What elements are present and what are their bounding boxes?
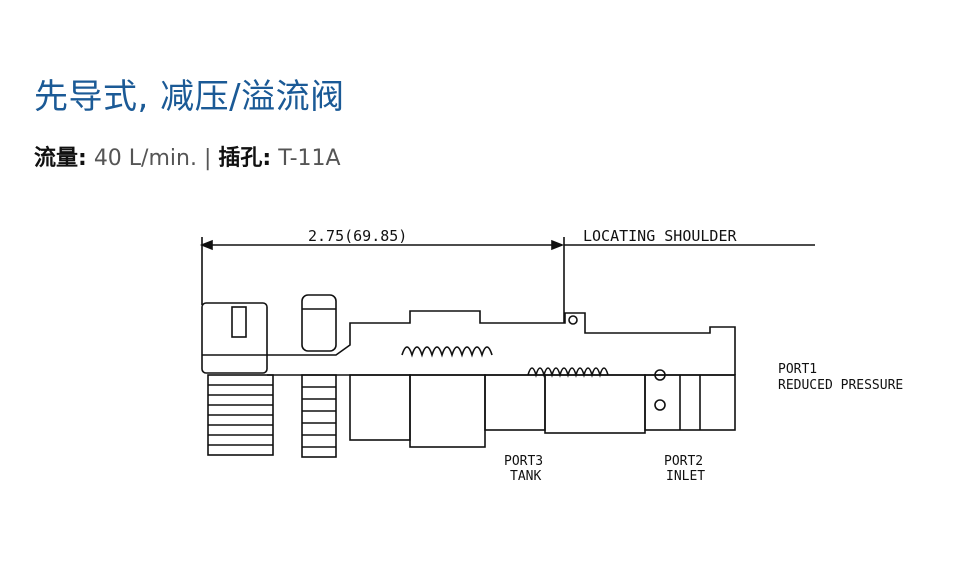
locating-shoulder-label: LOCATING SHOULDER [583,227,737,245]
adjuster-slot [231,306,247,338]
knob-knurling [208,384,273,446]
lock-nut-knurling [302,386,336,448]
port3-section [484,374,546,431]
flow-value: 40 L/min. [93,146,197,171]
spring-upper [401,346,493,358]
cavity-label: 插孔: [218,146,272,171]
dimension-text: 2.75(69.85) [308,227,407,245]
valve-drawing: 2.75(69.85) LOCATING SHOULDER PORT1 REDU… [190,215,950,505]
body-upper-outline [267,310,736,375]
seal-lower [654,399,666,411]
page-title: 先导式, 减压/溢流阀 [34,76,345,117]
seal-mid [654,369,666,381]
port2-description: INLET [666,469,705,484]
body-lower-sleeve [349,374,411,441]
flow-label: 流量: [34,146,87,171]
spring-lower [527,367,609,378]
port1-label: PORT1 [778,362,817,377]
lock-nut-top [301,294,337,352]
port1-description: REDUCED PRESSURE [778,378,903,393]
spec-separator: | [203,146,212,171]
adjuster-hex [201,302,268,374]
dimension-arrow-right [551,239,565,251]
valve-cross-section: 2.75(69.85) LOCATING SHOULDER PORT1 REDU… [199,227,903,484]
spool-section [544,374,646,434]
port2-label: PORT2 [664,454,703,469]
port3-label: PORT3 [504,454,543,469]
seal-upper [568,315,578,325]
dimension-arrow-left [199,239,213,251]
port3-description: TANK [510,469,541,484]
spec-line: 流量: 40 L/min. | 插孔: T-11A [34,140,341,172]
port2-section [644,374,736,431]
body-hex-section [409,374,486,448]
cavity-value: T-11A [278,146,341,171]
